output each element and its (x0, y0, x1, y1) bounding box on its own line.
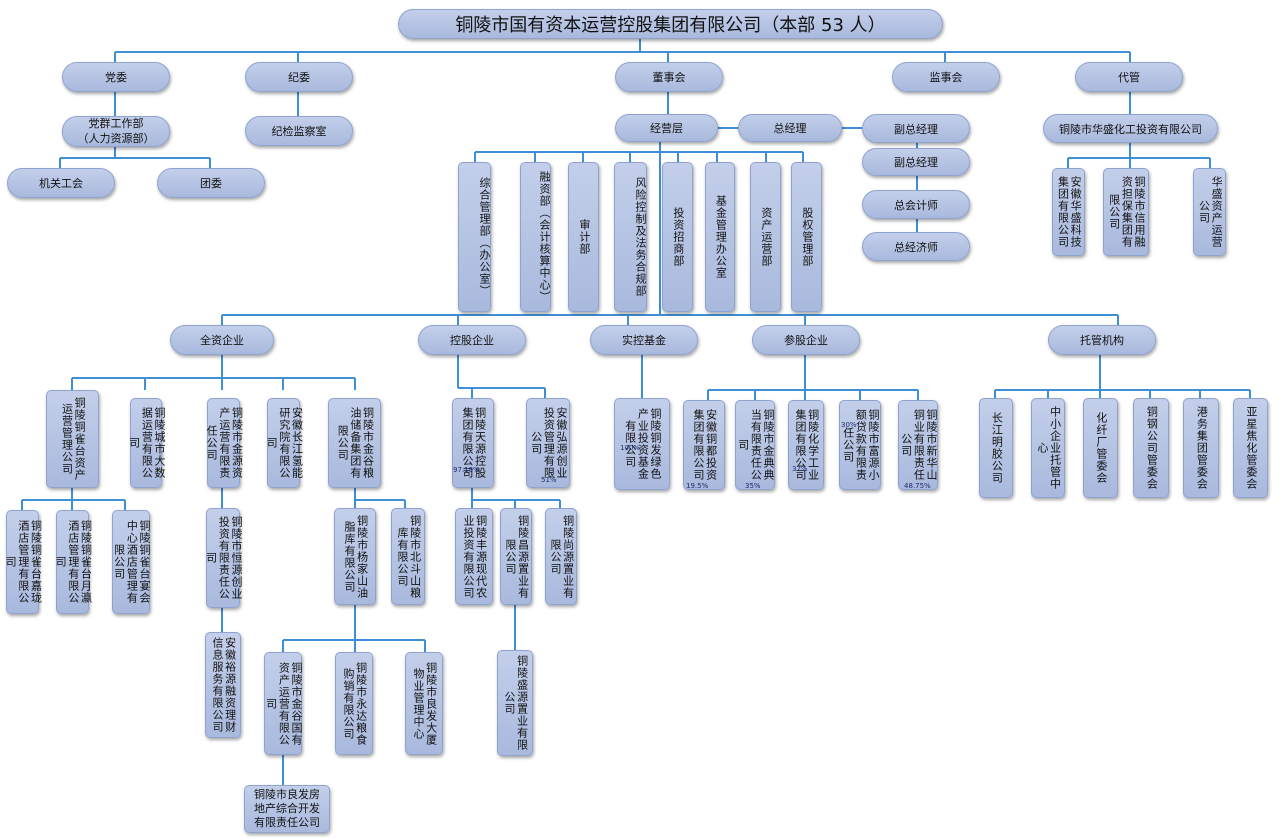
youth-league-node: 团委 (157, 168, 265, 198)
company-tongdu-invest: 安徽铜都投资集团有限公司 (683, 400, 725, 490)
pct-xinhuashan: 48.75% (904, 482, 931, 490)
trust-chemical-fiber: 化纤厂管委会 (1083, 398, 1118, 498)
company-xinhuashan-copper: 铜陵市新华山铜业有限责任公司 (898, 400, 938, 490)
company-shangyuan-realty: 铜陵尚源置业有限公司 (545, 508, 577, 605)
company-yangjiashan-oil: 铜陵市杨家山油脂库有限公司 (334, 508, 376, 605)
party-committee-node: 党委 (62, 62, 170, 92)
group-title: 铜陵市国有资本运营控股集团有限公司（本部 53 人） (398, 9, 943, 39)
category-controlled: 控股企业 (418, 325, 526, 355)
pct-jindian: 35% (745, 482, 761, 490)
dept-asset-ops: 资产运营部 (750, 162, 781, 312)
company-beidoushan-grain: 铜陵市北斗山粮库有限公司 (391, 508, 425, 605)
company-liangfa-estate: 铜陵市良发房地产综合开发有限责任公司 (244, 785, 330, 833)
dept-investment: 投资招商部 (662, 162, 693, 312)
company-jinyuan-asset: 铜陵市金源资产运营有限责任公司 (205, 398, 243, 488)
deputy-gm-node-2: 副总经理 (862, 148, 970, 176)
org-union-node: 机关工会 (7, 168, 115, 198)
company-yueying-hotel: 铜陵铜雀台月瀛酒店管理有限公司 (54, 510, 92, 614)
category-participating: 参股企业 (752, 325, 860, 355)
dept-equity: 股权管理部 (791, 162, 822, 312)
company-banquet-hotel: 铜陵铜雀台宴会中心酒店管理有限公司 (112, 510, 151, 614)
category-fund: 实控基金 (590, 325, 698, 355)
dept-financing: 融资部（会计核算中心） (520, 162, 551, 312)
pct-fuyuan: 30% (841, 421, 857, 429)
dept-risk-control: 风险控制及法务合规部 (614, 162, 647, 312)
supervisory-board-node: 监事会 (892, 62, 1000, 92)
discipline-office-node: 纪检监察室 (245, 116, 353, 146)
company-liangfa-property: 铜陵市良发大厦物业管理中心 (405, 652, 443, 755)
company-changyuan-realty: 铜陵昌源置业有限公司 (500, 508, 532, 605)
category-wholly-owned: 全资企业 (170, 325, 274, 355)
trust-port-group: 港务集团管委会 (1183, 398, 1219, 498)
company-jialong-hotel: 铜陵铜雀台嘉珑酒店管理有限公司 (4, 510, 42, 614)
company-jingu-state-asset: 铜陵市金谷国有资产运营有限公司 (264, 652, 303, 755)
management-node: 经营层 (615, 114, 718, 142)
trust-yaxing-coking: 亚星焦化管委会 (1233, 398, 1268, 498)
company-shengyuan-realty: 铜陵盛源置业有限公司 (497, 650, 533, 756)
company-jingu-grain: 铜陵市金谷粮油储备集团有限公司 (328, 398, 381, 488)
company-tianyuan-group: 铜陵天源控股集团有限公司 (452, 398, 494, 488)
discipline-committee-node: 纪委 (245, 62, 353, 92)
general-manager-node: 总经理 (738, 114, 842, 142)
trustee-sub-credit-guarantee: 铜陵市信用融资担保集团有限公司 (1103, 168, 1149, 256)
trustee-sub-asset-ops: 华盛资产运营公司 (1193, 168, 1226, 256)
company-hydrogen-institute: 安徽长江氢能研究院有限公司 (265, 398, 303, 488)
trust-tonggang: 铜钢公司管委会 (1133, 398, 1169, 498)
pct-tongdu: 19.5% (686, 482, 709, 490)
company-jindian-pawn: 铜陵市金典典当有限责任公司 (735, 400, 775, 490)
pct-fund: 100% (620, 444, 641, 452)
company-big-data: 铜陵城市大数据运营有限公司 (128, 398, 166, 488)
party-work-dept-node: 党群工作部 （人力资源部） (62, 116, 170, 147)
company-chemical-industry: 铜陵化学工业集团有限公司 (788, 400, 824, 490)
company-fuyuan-loan: 铜陵市富源小额贷款有限责任公司 (839, 400, 881, 490)
company-fengyuan-agri: 铜陵丰源现代农业投资有限公司 (455, 508, 493, 605)
trust-mingjiao: 长江明胶公司 (979, 398, 1013, 498)
category-trusteeship: 托管机构 (1048, 325, 1156, 355)
trustee-node: 代管 (1075, 62, 1183, 92)
dept-audit: 审计部 (568, 162, 599, 312)
company-hengyuan-venture: 铜陵市恒源创业投资有限责任公司 (205, 508, 243, 608)
trustee-sub-huasheng-tech: 安徽华盛科技集团有限公司 (1052, 168, 1085, 256)
dept-general-admin: 综合管理部（办公室） (458, 162, 491, 312)
chief-accountant-node: 总会计师 (862, 190, 970, 219)
dept-fund-office: 基金管理办公室 (705, 162, 735, 312)
company-green-industry-fund: 铜陵铜发绿色产业投资基金有限公司 (614, 398, 670, 490)
company-queque-asset: 铜陵铜雀台资产运营管理公司 (46, 390, 99, 488)
company-yongda-grain: 铜陵市永达粮食购销有限公司 (335, 652, 373, 755)
pct-hongyuan: 51% (541, 476, 557, 484)
board-node: 董事会 (615, 62, 723, 92)
pct-tianyuan: 97.19% (453, 466, 480, 474)
pct-chemical: 37% (792, 465, 808, 473)
company-hongyuan-venture: 安徽弘源创业投资管理有限公司 (526, 398, 570, 488)
trust-sme-center: 中小企业托管中心 (1031, 398, 1065, 498)
chief-economist-node: 总经济师 (862, 232, 970, 261)
company-yuyuan-finance: 安徽裕源融资理财信息服务有限公司 (205, 632, 241, 738)
trustee-company-node: 铜陵市华盛化工投资有限公司 (1043, 114, 1218, 143)
deputy-gm-node-1: 副总经理 (862, 114, 970, 143)
